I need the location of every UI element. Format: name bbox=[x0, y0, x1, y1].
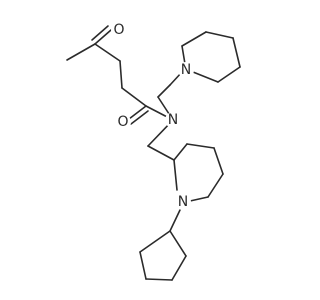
bond bbox=[139, 251, 147, 280]
atom-n-amide: N bbox=[165, 112, 181, 128]
nitrogen-label: N bbox=[181, 62, 191, 78]
bond bbox=[173, 143, 188, 161]
bond bbox=[169, 209, 181, 232]
bond bbox=[186, 143, 215, 149]
bond bbox=[171, 255, 187, 281]
bond bbox=[192, 71, 219, 83]
bond bbox=[189, 196, 209, 202]
atom-n-piperidine-bottom: N bbox=[175, 194, 191, 210]
bond bbox=[232, 37, 241, 68]
bond bbox=[181, 31, 207, 47]
double-bond bbox=[130, 110, 149, 125]
molecule-structure: O O N N N bbox=[66, 22, 241, 281]
double-bond bbox=[91, 25, 109, 41]
double-bond bbox=[94, 29, 112, 45]
bond bbox=[217, 66, 241, 83]
bond bbox=[213, 147, 224, 175]
nitrogen-label: N bbox=[168, 112, 178, 128]
bond bbox=[207, 173, 224, 198]
oxygen-label: O bbox=[113, 22, 124, 38]
bond bbox=[173, 159, 178, 191]
bond bbox=[147, 145, 175, 161]
bond bbox=[205, 31, 234, 39]
nitrogen-label: N bbox=[178, 194, 188, 210]
bond bbox=[66, 43, 96, 61]
atom-o-ketone: O bbox=[111, 22, 127, 38]
bond bbox=[145, 278, 173, 281]
atom-n-piperidine-top: N bbox=[178, 62, 194, 78]
bond bbox=[139, 230, 171, 253]
bond bbox=[94, 43, 121, 62]
bond bbox=[121, 87, 147, 107]
bond bbox=[169, 230, 187, 257]
double-bond bbox=[128, 105, 147, 120]
oxygen-label: O bbox=[117, 114, 128, 130]
bond bbox=[157, 84, 171, 98]
bond bbox=[119, 60, 123, 89]
atom-o-amide: O bbox=[115, 114, 131, 130]
